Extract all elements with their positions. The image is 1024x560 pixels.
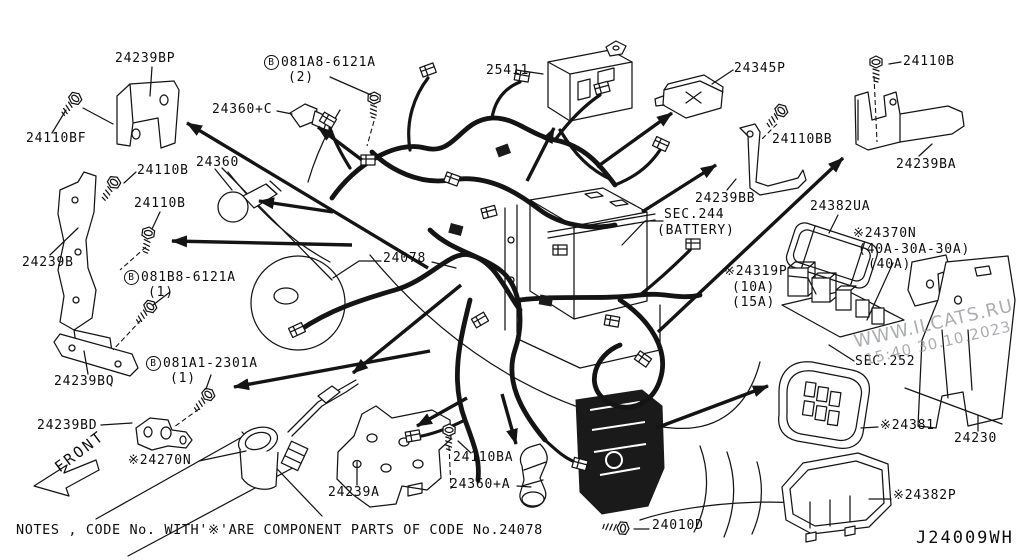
part-label-24239bd: 24239BD: [37, 418, 98, 433]
part-label-25411: 25411: [486, 63, 530, 78]
bracket-24239bp: [116, 80, 180, 149]
part-label-24230: 24230: [954, 431, 998, 446]
part-25411: [547, 40, 633, 122]
bracket-24230: [904, 254, 1016, 429]
part-24270n: [237, 379, 359, 490]
notes-line: NOTES , CODE No. WITH'※'ARE COMPONENT PA…: [16, 522, 543, 538]
ref-label-battery: (BATTERY): [657, 223, 735, 238]
part-label-24239a: 24239A: [328, 485, 380, 500]
part-label-24110b-left2: 24110B: [134, 196, 186, 211]
part-label-24382p: ※24382P: [893, 488, 957, 503]
dashed-lines: [112, 75, 878, 490]
part-label-24110bf: 24110BF: [26, 131, 87, 146]
part-label-24078: 24078: [383, 251, 427, 266]
relay-block-sec252: [781, 261, 905, 338]
amp-label-40a: (40A): [868, 257, 912, 272]
drawing-code: J24009WH: [916, 528, 1014, 548]
bracket-24239bd: [135, 417, 193, 451]
part-label-24110ba: 24110BA: [453, 450, 514, 465]
part-label-24360: 24360: [196, 155, 240, 170]
part-label-24360a: 24360+A: [450, 477, 511, 492]
fuse-box-24381: [778, 361, 871, 450]
ref-label-sec252: SEC.252: [855, 354, 916, 369]
part-label-24270n: ※24270N: [128, 453, 192, 468]
part-label-24239bq: 24239BQ: [54, 374, 115, 389]
part-label-24239bb: 24239BB: [695, 191, 756, 206]
part-label-24110b-topright: 24110B: [903, 54, 955, 69]
part-label-24110b-left1: 24110B: [137, 163, 189, 178]
part-label-24382ua: 24382UA: [810, 199, 871, 214]
battery: [504, 187, 661, 369]
bolt-code-text: 081A1-2301A: [163, 356, 258, 371]
part-label-24370n: ※24370N: [853, 226, 917, 241]
bracket-24239a: [336, 405, 452, 508]
part-label-24360c: 24360+C: [212, 102, 273, 117]
part-label-24239bp: 24239BP: [115, 51, 176, 66]
fuse-cover-24382ua: [785, 222, 878, 289]
bolt-code-qty-081a1: (1): [170, 371, 196, 386]
part-label-24381: ※24381: [880, 418, 935, 433]
bracket-24239bq: [53, 333, 139, 377]
part-label-24319p: ※24319P: [724, 264, 788, 279]
part-label-24239b: 24239B: [22, 255, 74, 270]
wiring-harness: [287, 62, 703, 483]
bolt-code-text: 081B8-6121A: [141, 270, 236, 285]
bolt-code-qty-081a8: (2): [288, 70, 314, 85]
part-label-24239ba: 24239BA: [896, 157, 957, 172]
sensor-24360a: [519, 443, 548, 508]
leader-lines: [49, 61, 979, 530]
circled-b-icon: B: [124, 270, 139, 285]
front-direction-arrow: [33, 459, 100, 497]
part-label-24345p: 24345P: [734, 61, 786, 76]
bolt-code-text: 081A8-6121A: [281, 55, 376, 70]
pointer-arrows: [171, 111, 845, 445]
fuse-cover-24382p: [781, 452, 892, 543]
part-label-24010d: 24010D: [652, 518, 704, 533]
circled-b-icon: B: [264, 55, 279, 70]
amp-label-40a-30a-30a: (40A-30A-30A): [858, 242, 971, 257]
circled-b-icon: B: [146, 356, 161, 371]
bracket-24239ba: [854, 91, 965, 151]
amp-label-10a: (10A): [732, 280, 776, 295]
ref-label-sec244: SEC.244: [664, 207, 725, 222]
sensor-24360: [217, 180, 282, 223]
bracket-24239bb: [739, 123, 807, 196]
part-24345p: [654, 74, 724, 119]
amp-label-15a: (15A): [732, 295, 776, 310]
bolt-code-qty-081b8: (1): [148, 285, 174, 300]
part-label-24110bb: 24110BB: [772, 132, 833, 147]
